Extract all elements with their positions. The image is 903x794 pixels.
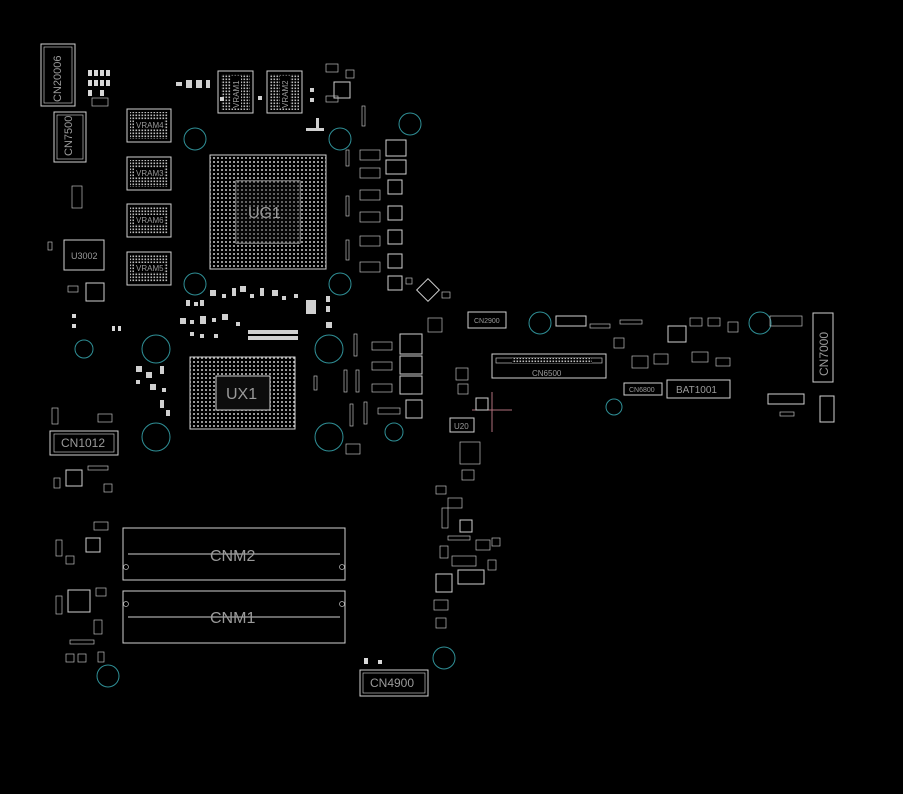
vram4: VRAM4 [126,108,172,143]
right-board-parts [555,315,835,423]
small-parts-topleft [88,70,110,107]
vram4-label: VRAM4 [136,121,164,130]
mounting-hole [432,646,456,670]
gpu-ug1: UG1 [209,154,327,270]
cn7500-label: CN7500 [63,116,75,156]
chip-u20: U20 [449,417,475,433]
vram2-label: VRAM2 [281,80,290,108]
mounting-hole [384,422,404,442]
mounting-hole [183,127,207,151]
cn2900-label: CN2900 [474,318,500,325]
misc-left-column [47,185,121,331]
cn6500-label: CN6500 [532,369,562,378]
bat1001-label: BAT1001 [676,385,717,396]
memory-slot-cnm2: CNM2 [122,527,346,581]
mounting-hole [74,339,94,359]
vram2: VRAM2 [266,70,303,114]
mounting-hole [398,112,422,136]
vram6-label: VRAM6 [136,216,164,225]
cn6800-label: CN6800 [629,387,655,394]
vram5: VRAM5 [126,251,172,286]
connector-cn7500: CN7500 [53,111,87,163]
vram1: VRAM1 [217,70,254,114]
left-lower-parts [51,407,113,663]
mounting-hole [605,398,623,416]
cn20006-label: CN20006 [52,56,64,102]
mounting-hole [748,311,772,335]
top-center-ic [325,63,355,103]
mounting-hole [96,664,120,688]
lower-middle-parts [433,367,501,629]
u20-label: U20 [454,422,469,431]
mounting-hole [328,127,352,151]
battery-bat1001: BAT1001 [666,379,731,399]
cpu-ux1: UX1 [189,356,296,430]
cnm2-label: CNM2 [210,548,255,565]
cn7000-label: CN7000 [817,332,831,376]
connector-cn4900: CN4900 [359,658,429,697]
component-clusters-center [136,80,332,416]
cn4900-label: CN4900 [370,676,414,690]
mounting-hole [141,422,171,452]
mounting-holes [74,112,772,688]
connector-cn2900: CN2900 [467,311,507,329]
vram5-label: VRAM5 [136,264,164,273]
vram6: VRAM6 [126,203,172,238]
mounting-hole [528,311,552,335]
vrm-right-of-cpu [313,333,423,455]
ic-diamond [405,277,451,333]
u3002-label: U3002 [71,251,98,261]
ug1-label: UG1 [248,205,281,222]
chip-u3002: U3002 [63,239,105,271]
memory-slot-cnm1: CNM1 [122,590,346,644]
mounting-hole [314,422,344,452]
connector-cn6800: CN6800 [623,382,663,396]
connector-cn20006: CN20006 [40,43,76,107]
mounting-hole [314,334,344,364]
connector-cn7000: CN7000 [812,312,834,383]
vram3-label: VRAM3 [136,169,164,178]
connector-cn6500: CN6500 [491,353,607,379]
vram3: VRAM3 [126,156,172,191]
connector-cn1012: CN1012 [49,430,119,456]
mounting-hole [328,272,352,296]
mounting-hole [141,334,171,364]
vram1-label: VRAM1 [232,80,241,108]
mounting-hole [183,272,207,296]
cn1012-label: CN1012 [61,436,105,450]
vrm-right-of-gpu [345,105,407,291]
cnm1-label: CNM1 [210,610,255,627]
ux1-label: UX1 [226,386,257,403]
